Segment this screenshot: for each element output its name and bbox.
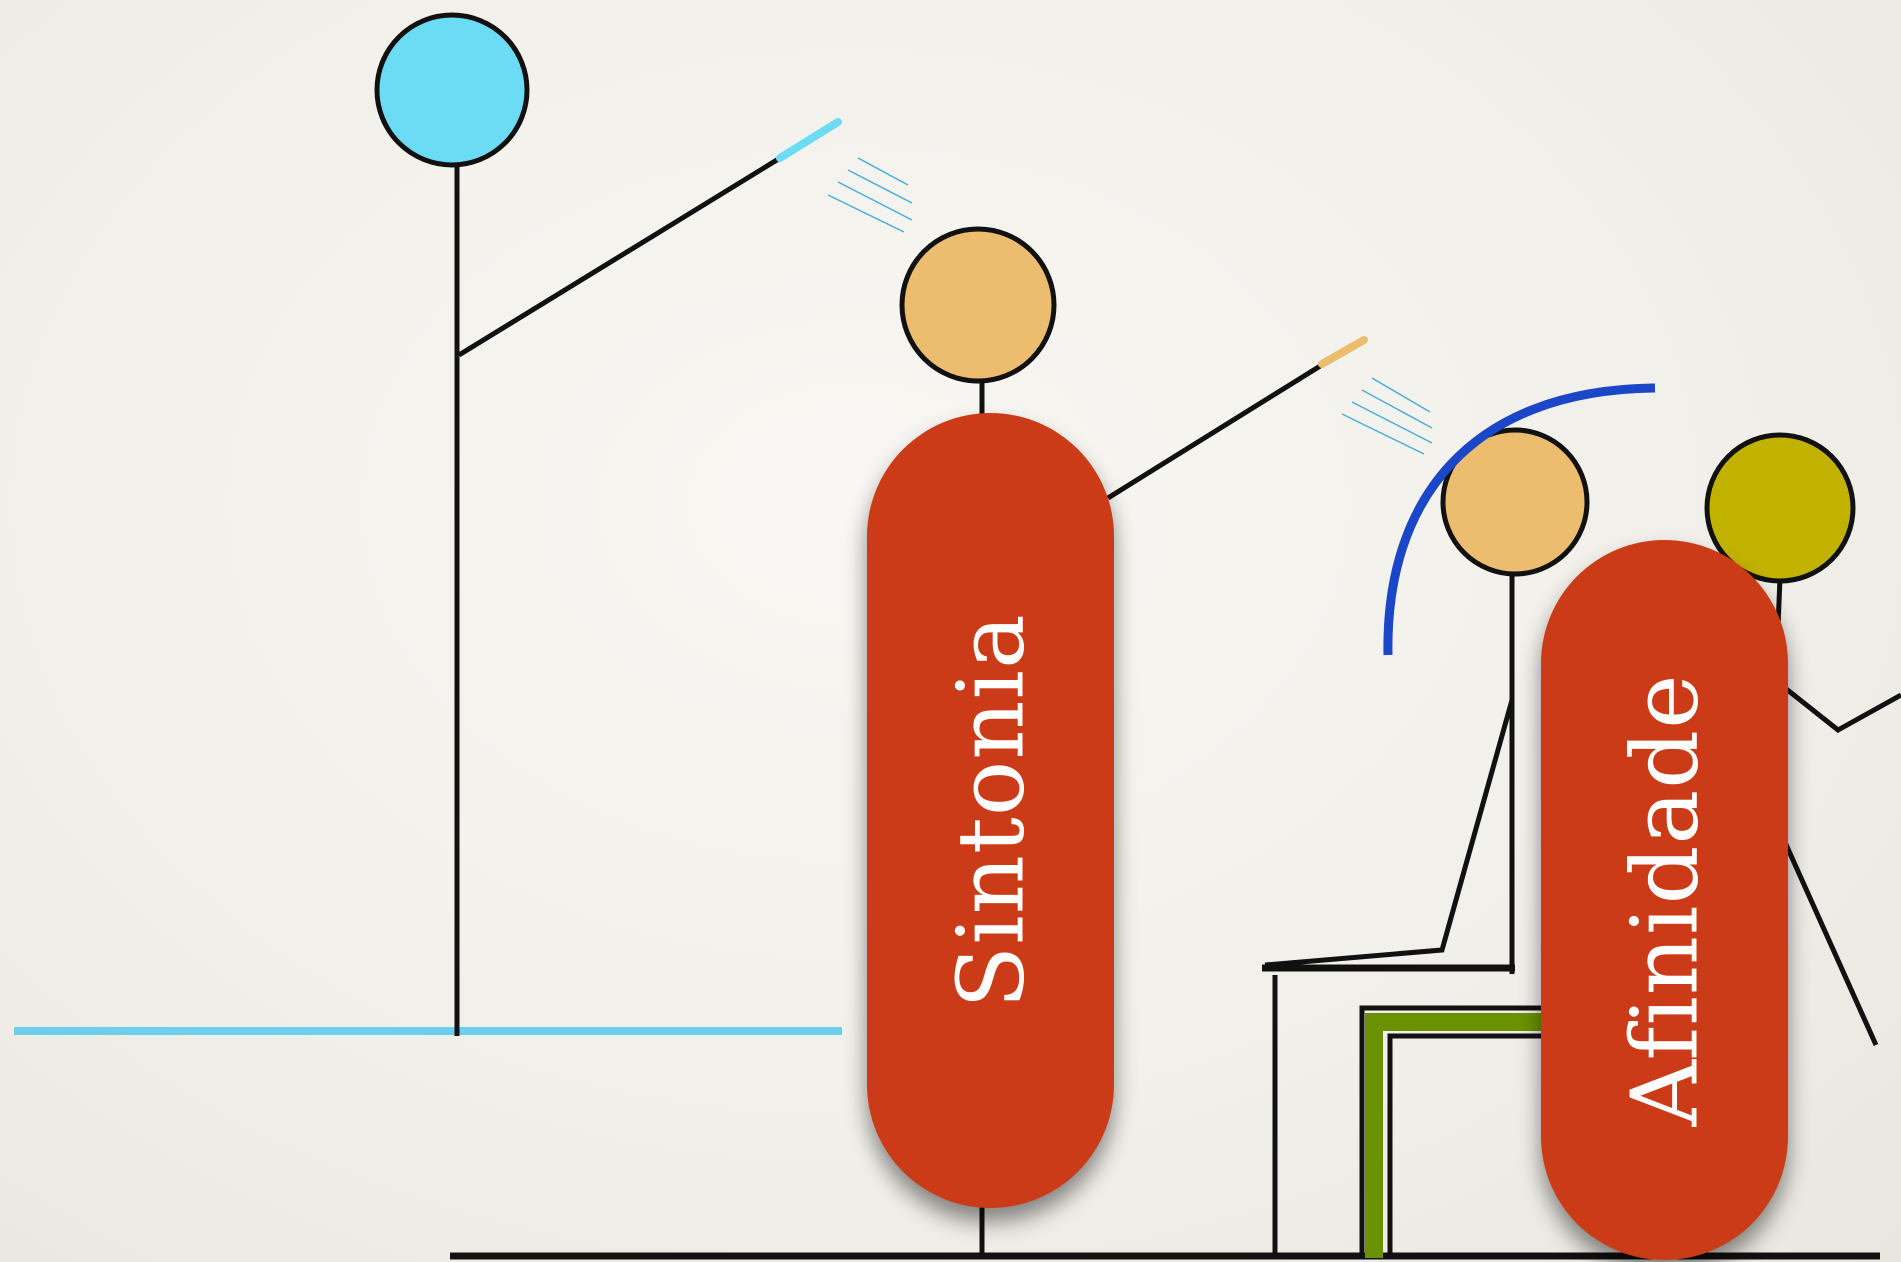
middle-wand-tip: [1322, 340, 1364, 364]
chair: [1262, 968, 1560, 1258]
middle-figure-head: [902, 229, 1054, 381]
seated-figure: [1265, 430, 1587, 974]
afinidade-label: Afinidade: [1611, 673, 1718, 1126]
left-wand-tip: [780, 122, 838, 158]
left-figure-head: [377, 15, 527, 165]
left-figure: [377, 15, 838, 1036]
sintonia-label: Sintonia: [937, 613, 1044, 1009]
left-sparkle-icon: [828, 158, 912, 232]
sintonia-pill: Sintonia: [867, 413, 1114, 1208]
afinidade-pill: Afinidade: [1541, 540, 1788, 1260]
middle-sparkle-icon: [1342, 378, 1432, 454]
